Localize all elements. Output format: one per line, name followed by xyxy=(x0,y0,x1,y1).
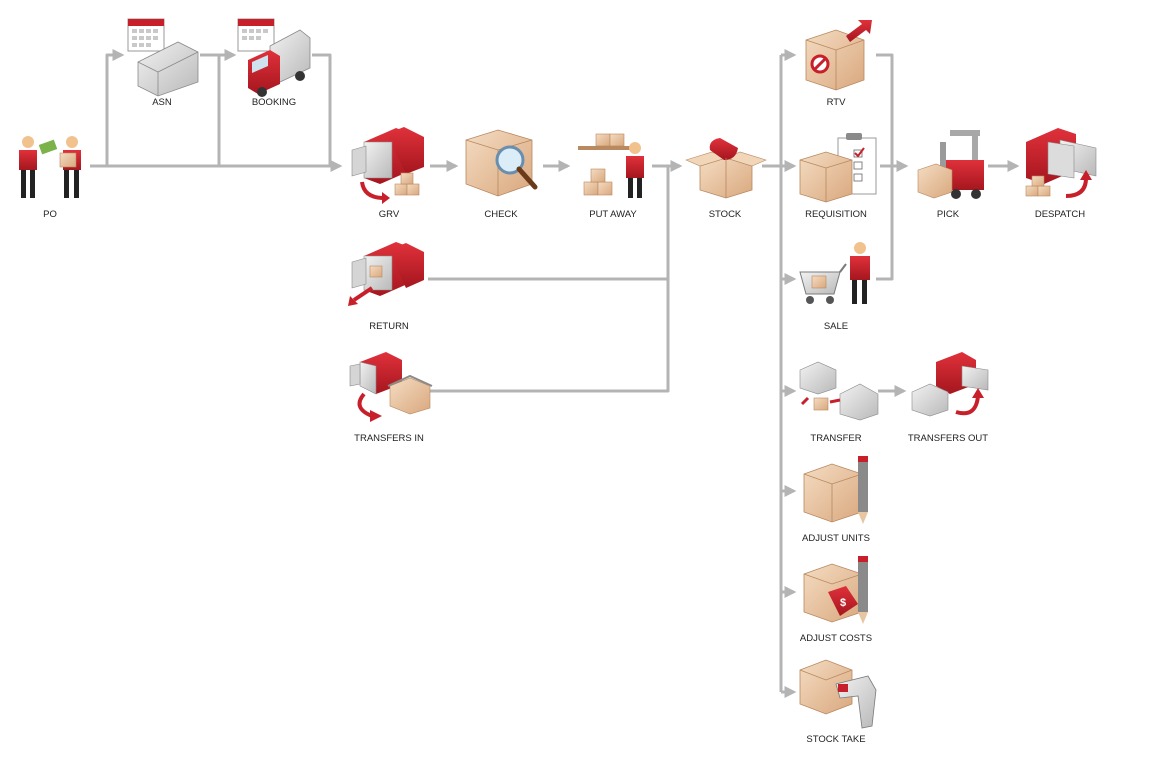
node-label: DESPATCH xyxy=(1035,209,1085,220)
node-label: TRANSFERS IN xyxy=(354,433,424,444)
node-label: REQUISITION xyxy=(805,209,867,220)
connector-transfersin-stock xyxy=(430,279,670,393)
node-po[interactable]: PO xyxy=(19,136,81,220)
connector-rtv-pick xyxy=(876,53,894,166)
svg-text:$: $ xyxy=(840,597,846,609)
connectors xyxy=(90,49,1020,698)
node-despatch[interactable]: DESPATCH xyxy=(1025,128,1097,220)
node-putaway[interactable]: PUT AWAY xyxy=(578,133,644,220)
node-transfers-in[interactable]: TRANSFERS IN xyxy=(349,352,433,444)
node-label: BOOKING xyxy=(252,97,296,108)
warehouse-truck-out-icon xyxy=(911,352,989,417)
node-label: STOCK xyxy=(709,209,742,220)
calendar-container-icon xyxy=(127,18,199,97)
calendar-truck-icon xyxy=(237,18,311,97)
node-pick[interactable]: PICK xyxy=(917,130,984,220)
node-stock-take[interactable]: STOCK TAKE xyxy=(799,659,877,745)
node-label: STOCK TAKE xyxy=(806,734,865,745)
truck-unload-boxes-icon xyxy=(351,127,424,204)
node-adjust-units[interactable]: ADJUST UNITS xyxy=(802,456,870,544)
node-label: ADJUST COSTS xyxy=(800,633,872,644)
node-label: PICK xyxy=(937,209,960,220)
worker-shelving-boxes-icon xyxy=(578,133,644,198)
box-return-arrow-icon xyxy=(805,20,872,91)
box-pencil-icon xyxy=(803,456,868,524)
people-exchange-icon xyxy=(19,136,81,198)
node-transfer[interactable]: TRANSFER xyxy=(799,361,879,444)
connector-po-asn xyxy=(105,49,125,166)
node-label: ASN xyxy=(152,97,172,108)
node-label: TRANSFERS OUT xyxy=(908,433,988,444)
truck-warehouse-in-icon xyxy=(349,352,433,422)
connector-booking-grv xyxy=(312,53,332,166)
node-transfers-out[interactable]: TRANSFERS OUT xyxy=(908,352,988,444)
shopping-cart-person-icon xyxy=(799,242,870,304)
truck-return-icon xyxy=(348,242,424,306)
node-label: RTV xyxy=(827,97,846,108)
node-label: CHECK xyxy=(484,209,518,220)
node-label: SALE xyxy=(824,321,848,332)
node-rtv[interactable]: RTV xyxy=(805,20,872,108)
warehouse-transfer-icon xyxy=(799,361,879,421)
node-adjust-costs[interactable]: $ ADJUST COSTS xyxy=(800,556,872,644)
box-price-tag-pencil-icon: $ xyxy=(803,556,868,624)
node-requisition[interactable]: REQUISITION xyxy=(799,133,877,220)
open-box-icon xyxy=(685,138,767,199)
node-label: GRV xyxy=(379,209,400,220)
box-checklist-icon xyxy=(799,133,877,203)
node-booking[interactable]: BOOKING xyxy=(237,18,311,108)
box-magnifier-icon xyxy=(465,129,538,197)
truck-dispatch-icon xyxy=(1025,128,1097,198)
box-barcode-scanner-icon xyxy=(799,659,877,729)
node-label: ADJUST UNITS xyxy=(802,533,870,544)
node-label: PO xyxy=(43,209,57,220)
connector-sale-pick xyxy=(876,166,894,281)
node-check[interactable]: CHECK xyxy=(465,129,538,220)
forklift-icon xyxy=(917,130,984,199)
node-label: PUT AWAY xyxy=(589,209,637,220)
node-stock[interactable]: STOCK xyxy=(685,138,767,220)
node-asn[interactable]: ASN xyxy=(127,18,199,108)
node-label: RETURN xyxy=(369,321,409,332)
node-return[interactable]: RETURN xyxy=(348,242,424,332)
node-sale[interactable]: SALE xyxy=(799,242,870,332)
node-label: TRANSFER xyxy=(810,433,861,444)
node-grv[interactable]: GRV xyxy=(351,127,424,220)
